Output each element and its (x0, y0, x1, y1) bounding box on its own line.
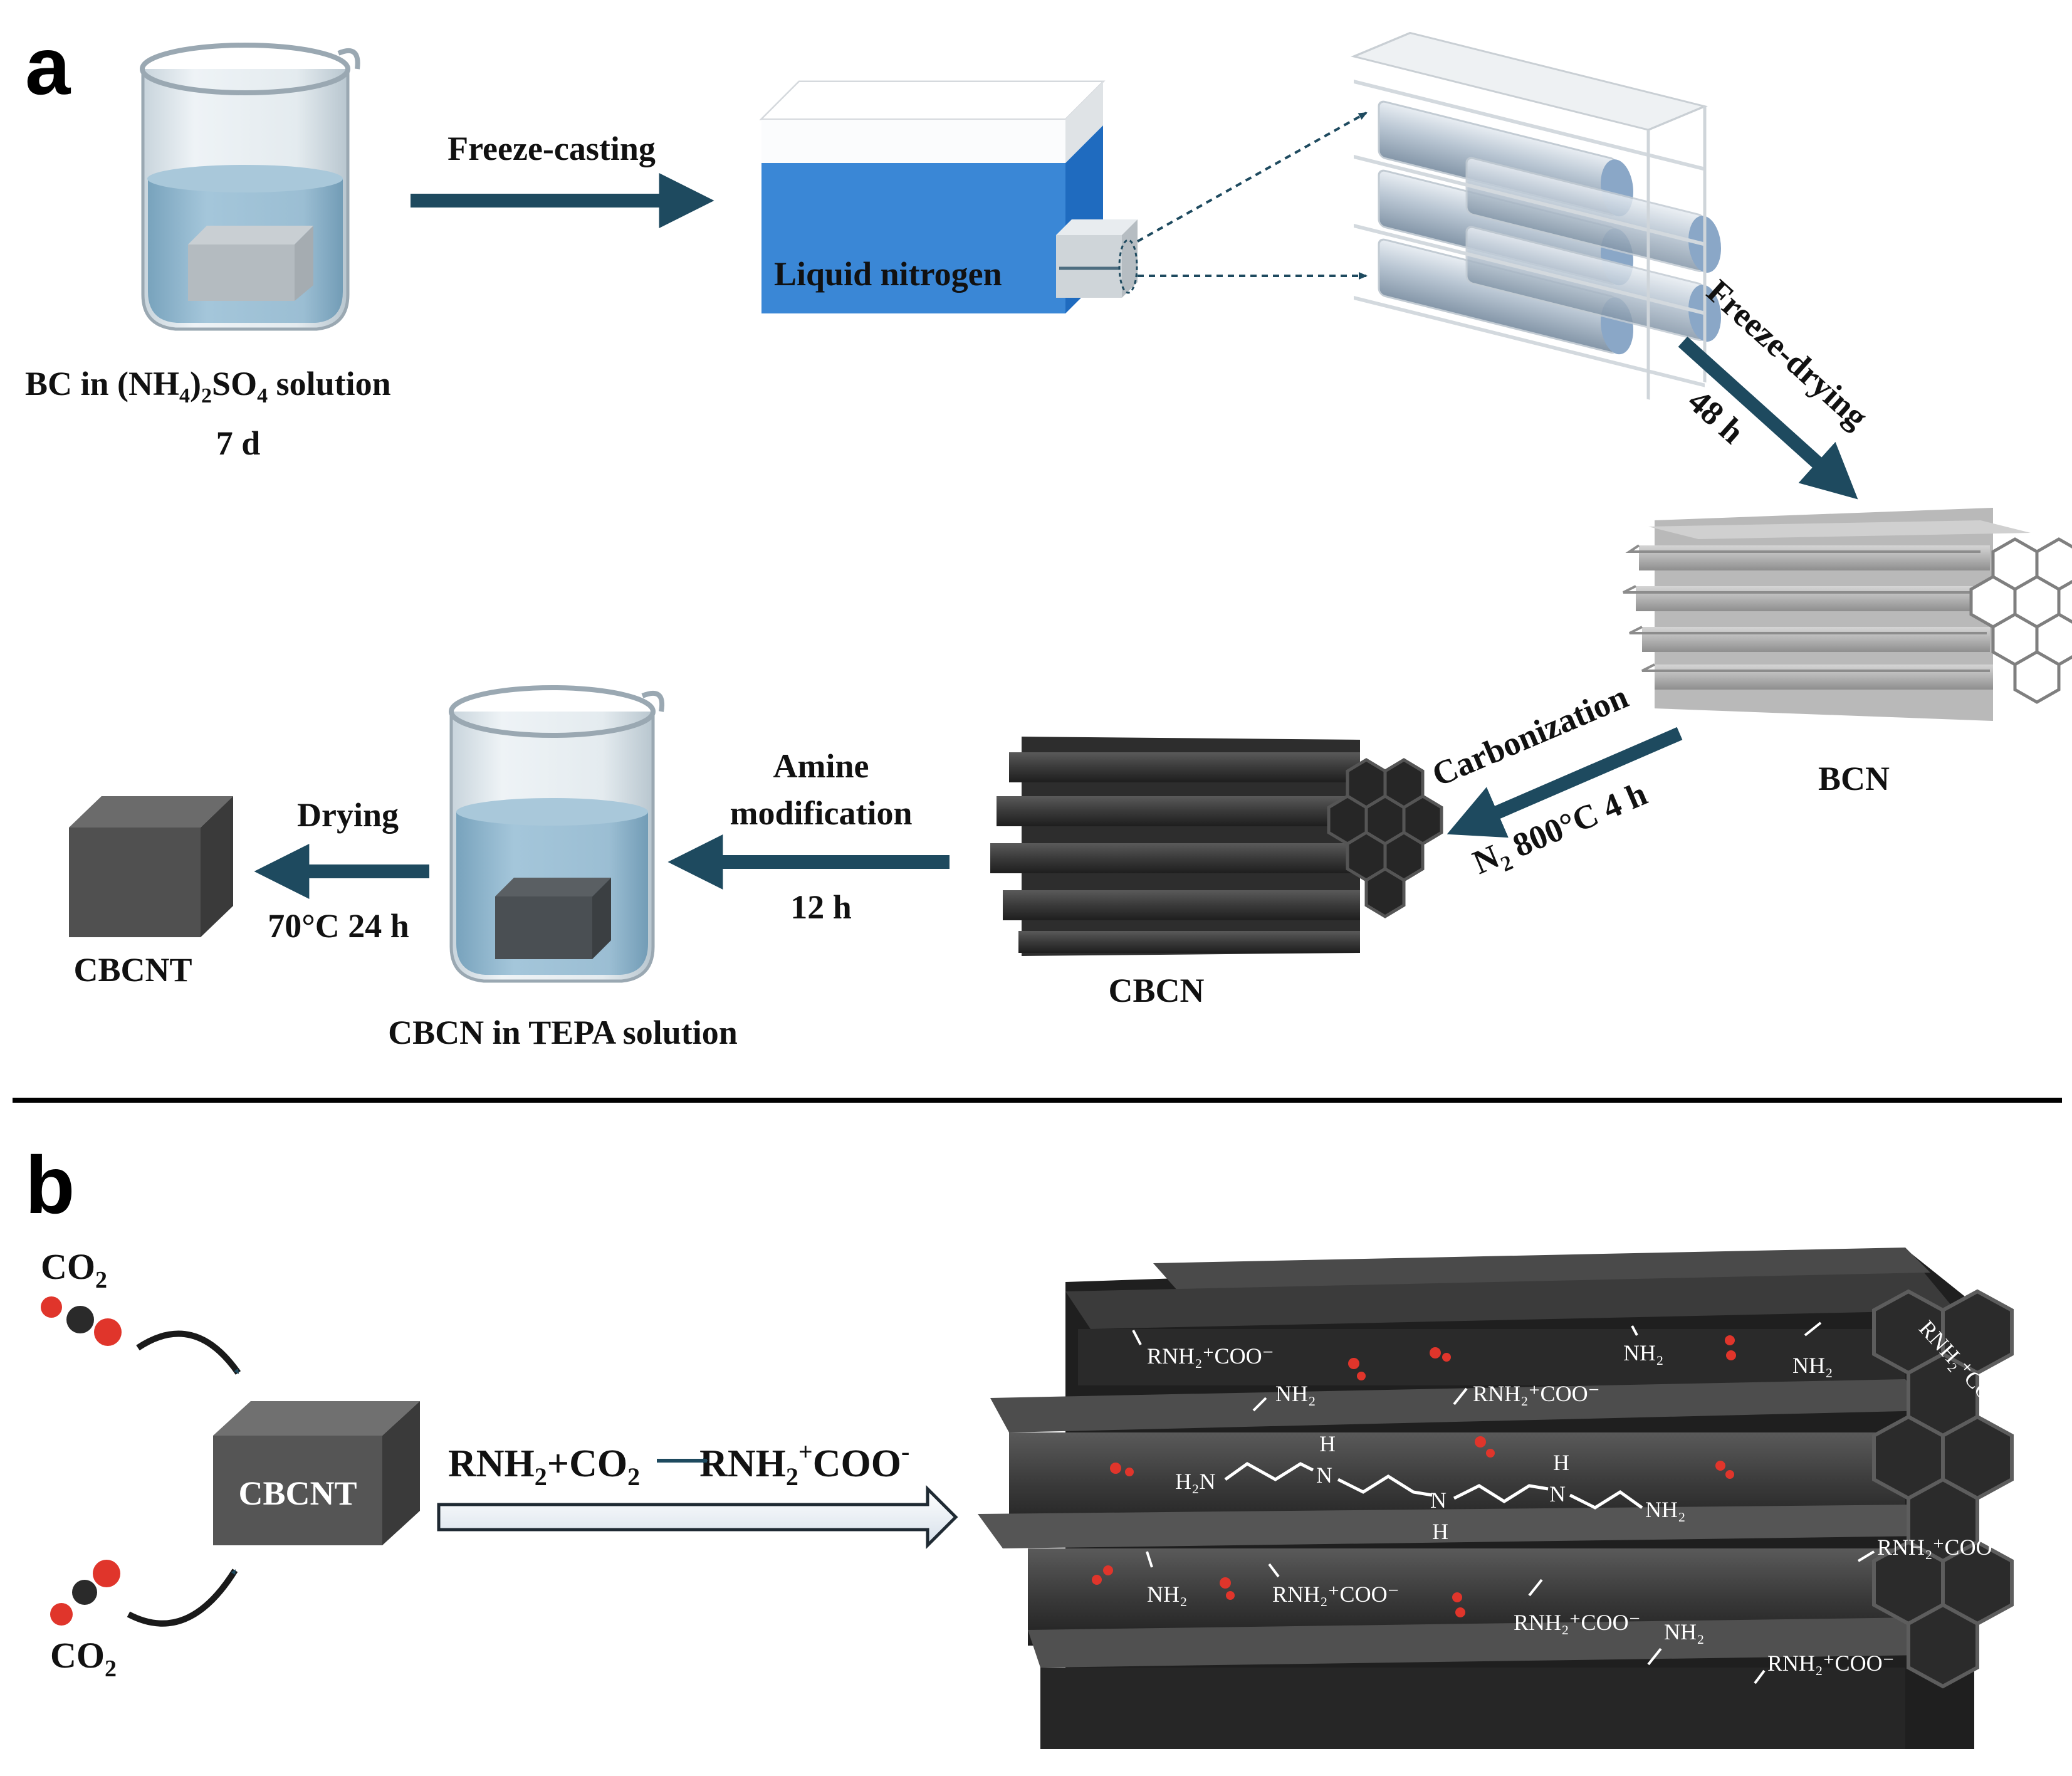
amine-label: NH₂ (1275, 1381, 1316, 1406)
co2-bottom-label: CO2 (50, 1635, 117, 1682)
co2-top-label: CO2 (41, 1246, 107, 1293)
amine-label: NH₂ (1664, 1619, 1705, 1644)
amine-label: NH₂ (1623, 1340, 1664, 1365)
tepa-h-label: H (1319, 1431, 1336, 1456)
drying-label: Drying (297, 796, 399, 834)
frozen-sample-block (1056, 219, 1138, 298)
co2-molecule-bottom (50, 1560, 120, 1626)
beaker1-label: BC in (NH4)2SO4 solution (25, 365, 391, 407)
beaker-bc-solution (140, 43, 360, 331)
cbcnt-honeycomb-large (978, 1248, 2014, 1749)
reaction-big-arrow (437, 1484, 958, 1550)
carbamate-label: RNH₂⁺COO⁻ (1514, 1610, 1641, 1635)
carbamate-label: RNH₂⁺COO⁻ (1767, 1651, 1895, 1676)
cbcnt-cube-large (213, 1401, 420, 1545)
tepa-h-label: H (1432, 1519, 1448, 1544)
freeze-drying-arrow (1678, 336, 1858, 500)
co2-adsorbed-dots (1092, 1335, 1736, 1617)
cbcn-honeycomb (990, 737, 1443, 956)
ice-template-channels (1351, 31, 1721, 400)
carbamate-label: RNH₂⁺COO⁻ (1272, 1582, 1400, 1607)
carbamate-label: RNH₂⁺COO⁻ (1877, 1535, 2004, 1560)
tepa-n-label: N (1430, 1488, 1447, 1513)
tepa-n-label: N (1316, 1463, 1332, 1488)
amine-label: NH₂ (1792, 1353, 1833, 1378)
freeze-casting-label: Freeze-casting (447, 130, 656, 167)
amine-modification-time: 12 h (790, 888, 852, 926)
cbcn-block-in-solution (495, 878, 611, 959)
carbonization-label: Carbonization (1426, 678, 1633, 794)
zoom-line-top (1137, 112, 1368, 243)
panel-a-letter: a (25, 20, 71, 112)
beaker-tepa-solution (449, 685, 665, 983)
bcn-honeycomb (1623, 508, 2072, 721)
tepa-start-label: H₂N (1175, 1469, 1216, 1494)
beaker1-time: 7 d (216, 424, 261, 462)
panel-b-letter: b (25, 1139, 75, 1231)
amine-modification-label-1: Amine (773, 747, 869, 785)
amine-modification-label-2: modification (730, 794, 913, 832)
cbcn-label: CBCN (1108, 972, 1204, 1009)
carbamate-label: RNH₂⁺COO⁻ (1473, 1381, 1600, 1406)
tepa-end-label: NH₂ (1645, 1497, 1686, 1522)
liquid-nitrogen-label: Liquid nitrogen (774, 255, 1002, 293)
tepa-h-label: H (1553, 1450, 1569, 1475)
amine-label: NH₂ (1147, 1582, 1188, 1607)
cbcnt-label: CBCNT (73, 951, 192, 989)
drying-conditions: 70°C 24 h (268, 907, 409, 945)
beaker2-label: CBCN in TEPA solution (388, 1014, 738, 1051)
cube-label: CBCNT (238, 1474, 357, 1512)
bc-block (188, 226, 313, 301)
carbonization-arrow (1447, 727, 1683, 838)
tepa-n-label: N (1549, 1481, 1566, 1506)
co2-bottom-arrow (127, 1568, 238, 1627)
co2-top-arrow (136, 1330, 241, 1375)
cbcnt-cube-small (69, 796, 233, 937)
carbamate-label: RNH₂⁺COO⁻ (1147, 1343, 1274, 1369)
co2-molecule-top (41, 1296, 122, 1346)
bcn-label: BCN (1818, 760, 1890, 797)
